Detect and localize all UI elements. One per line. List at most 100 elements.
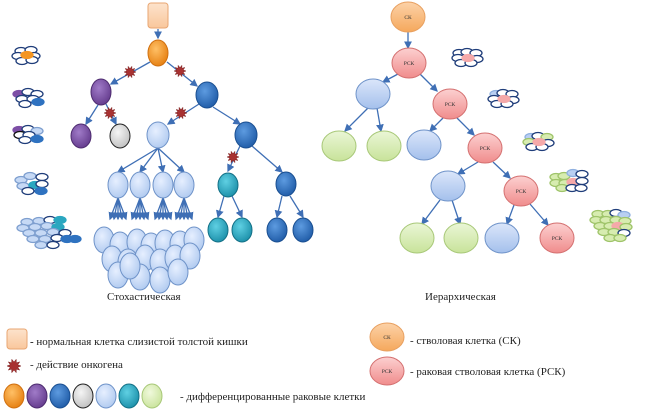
arrow xyxy=(162,197,173,221)
legend-light-green-cell xyxy=(141,383,163,409)
cancer-stem-cell-node-label: РСК xyxy=(552,236,563,242)
legend-stem-cell-label: - стволовая клетка (СК) xyxy=(410,335,521,347)
cluster-cell xyxy=(18,135,32,145)
oncogene-icon xyxy=(6,358,22,374)
cluster-cell xyxy=(53,215,67,225)
stochastic-title: Стохастическая xyxy=(107,291,181,303)
oncogene-icon xyxy=(123,65,137,79)
tissue-cluster-icon xyxy=(589,208,633,243)
grey-cell xyxy=(109,123,131,149)
purple-cell xyxy=(70,123,92,149)
stochastic-tree xyxy=(70,2,314,294)
teal-cell xyxy=(231,217,253,243)
differentiated-cell-node-shape xyxy=(321,130,357,162)
oncogene-icon xyxy=(103,106,117,120)
legend-blue-cell xyxy=(49,383,71,409)
light-blue-cell xyxy=(152,171,174,199)
stem-cell-node-shape xyxy=(390,1,426,33)
cluster-cell xyxy=(34,240,48,250)
arrow xyxy=(183,197,194,221)
arrow xyxy=(157,147,185,173)
tissue-cluster-icon xyxy=(12,124,44,145)
differentiated-cell-node-shape xyxy=(443,222,479,254)
cancer-stem-cell-node: РСК xyxy=(391,47,427,79)
purple-cell xyxy=(90,78,112,106)
legend-purple-cell xyxy=(26,383,48,409)
cluster-cell xyxy=(21,186,35,196)
cluster-cell xyxy=(575,169,589,179)
arrow xyxy=(289,195,304,219)
legend-grey-cell xyxy=(72,383,94,409)
tissue-cluster-icon xyxy=(14,171,49,196)
cluster-cell xyxy=(461,53,475,63)
arrow xyxy=(344,107,369,132)
light-blue-cell xyxy=(173,171,195,199)
differentiated-cell-node-shape xyxy=(366,130,402,162)
tissue-cluster-icon xyxy=(549,168,589,193)
tissue-cluster-icon xyxy=(487,88,520,109)
blue-cell xyxy=(266,217,288,243)
cancer-stem-cell-node-label: РСК xyxy=(516,189,527,195)
arrow xyxy=(139,147,159,174)
blue-cell xyxy=(275,171,297,197)
cluster-cell xyxy=(613,233,627,243)
progenitor-cell-node-shape xyxy=(484,222,520,254)
teal-cell xyxy=(207,217,229,243)
blue-cell xyxy=(195,81,219,109)
arrow xyxy=(251,145,283,173)
legend-cancer-stem-cell-shape xyxy=(369,356,405,386)
differentiated-cell-node xyxy=(321,130,357,162)
cancer-stem-cell-node-shape xyxy=(539,222,575,254)
oncogene-icon xyxy=(226,150,240,164)
arrow xyxy=(153,197,164,221)
cluster-cell xyxy=(23,171,37,181)
oncogene-icon xyxy=(174,106,188,120)
arrow xyxy=(505,204,515,226)
cluster-cell xyxy=(26,234,40,244)
legend-cancer-stem-cell-icon: РСК xyxy=(369,356,405,386)
legend-light-blue-cell xyxy=(95,383,117,409)
hierarchical-tree: СК РСК РСК РСК РСК РСК xyxy=(321,1,575,254)
tissue-cluster-icon xyxy=(451,47,484,68)
legend-oncogene-label: - действие онкогена xyxy=(30,359,123,371)
arrow xyxy=(130,197,141,221)
hierarchical-title: Иерархическая xyxy=(425,291,496,303)
arrow xyxy=(117,197,128,221)
legend-normal-cell-icon xyxy=(6,328,28,350)
cancer-stem-cell-node-shape xyxy=(467,132,503,164)
cluster-cell xyxy=(30,134,44,144)
legend-cancer-stem-cell-label: - раковая стволовая клетка (РСК) xyxy=(410,366,566,378)
cancer-stem-cell-node-label: РСК xyxy=(480,146,491,152)
hierarchical-clusters xyxy=(451,47,633,243)
cluster-cell xyxy=(20,50,34,60)
oncogene-markers xyxy=(103,64,240,164)
arrow xyxy=(456,161,479,175)
arrow xyxy=(231,195,243,219)
differentiated-cell-node xyxy=(399,222,435,254)
cancer-stem-cell-node-label: РСК xyxy=(445,102,456,108)
legend-cancer-stem-cell-badge: РСК xyxy=(382,369,393,375)
progenitor-cell-node-shape xyxy=(406,129,442,161)
cluster-cell xyxy=(574,183,588,193)
cluster-cell xyxy=(46,240,60,250)
hierarchical-arrows xyxy=(344,32,549,226)
arrow xyxy=(108,197,119,221)
arrow xyxy=(174,197,185,221)
light-blue-cell xyxy=(119,252,141,280)
arrow xyxy=(376,107,384,133)
light-blue-cell xyxy=(107,171,129,199)
cluster-cell xyxy=(34,186,48,196)
arrow xyxy=(492,161,511,179)
arrow xyxy=(216,195,225,219)
stem-cell-node: СК xyxy=(390,1,426,33)
arrow xyxy=(451,199,462,226)
oncogene-icon xyxy=(173,64,187,78)
legend-normal-cell-label: - нормальная клетка слизистой толстой ки… xyxy=(30,336,248,348)
arrow xyxy=(456,117,475,136)
cluster-cell xyxy=(31,97,45,107)
cancer-stem-cell-node-label: РСК xyxy=(404,61,415,67)
cancer-stem-cell-node-shape xyxy=(503,175,539,207)
cancer-stem-cell-node: РСК xyxy=(467,132,503,164)
cluster-cell xyxy=(68,234,82,244)
